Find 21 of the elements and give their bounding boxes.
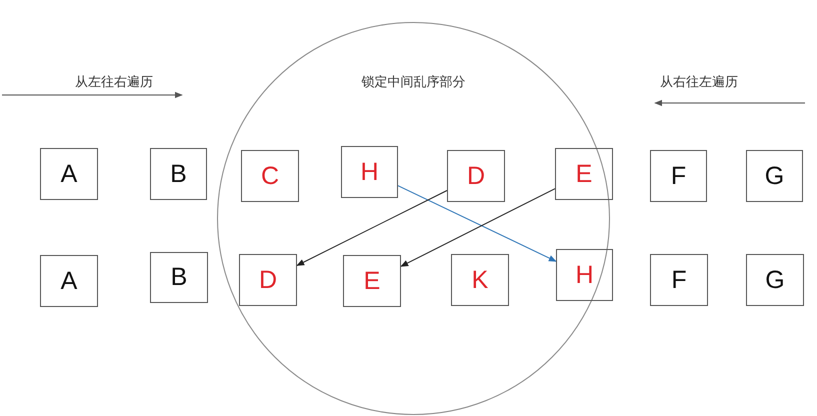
circle-heading: 锁定中间乱序部分 [360, 74, 466, 91]
letter-box: A [40, 255, 98, 307]
letter-box: F [650, 150, 707, 202]
letter-box: C [241, 150, 299, 202]
letter-box: G [746, 254, 804, 306]
direction-label: 从左往右遍历 [75, 74, 153, 91]
letter-box: H [556, 249, 613, 301]
letter-box: K [451, 254, 509, 306]
letter-box: D [239, 254, 297, 306]
letter-box: D [447, 150, 505, 202]
letter-box: B [150, 252, 208, 303]
letter-box: G [746, 150, 803, 202]
letter-box: B [150, 148, 207, 200]
letter-box: A [40, 148, 98, 200]
arrow [296, 190, 448, 266]
letter-box: E [555, 148, 613, 200]
letter-box: E [343, 255, 401, 307]
direction-label: 从右往左遍历 [660, 74, 738, 91]
scope-circle [217, 22, 610, 415]
letter-box: F [650, 254, 708, 306]
letter-box: H [341, 146, 398, 198]
